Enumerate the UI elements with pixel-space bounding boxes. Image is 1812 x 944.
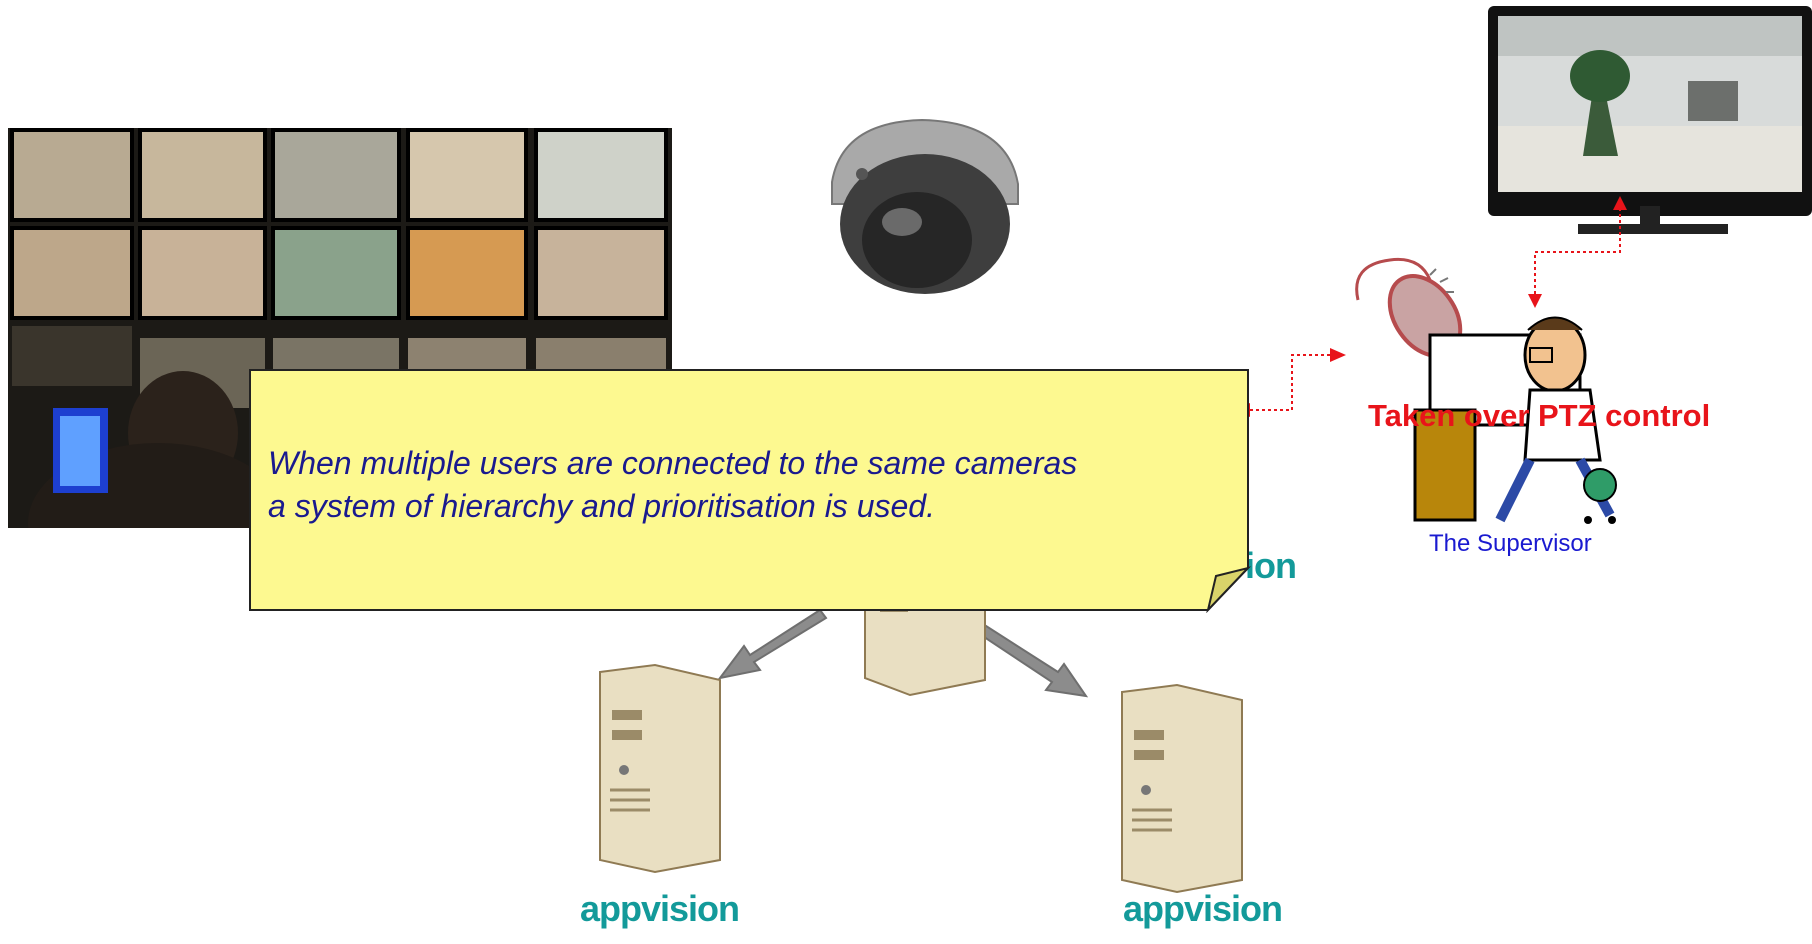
monitor-photo xyxy=(1488,6,1812,234)
server-tower-icon xyxy=(599,663,721,874)
callout-line-2: a system of hierarchy and prioritisation… xyxy=(268,488,935,524)
brand-label-right: appvision xyxy=(1123,888,1283,929)
supervisor-clipart-icon xyxy=(1355,257,1617,524)
callout-text: When multiple users are connected to the… xyxy=(268,442,1248,528)
callout-line-1: When multiple users are connected to the… xyxy=(268,445,1078,481)
callout-note xyxy=(249,369,1252,613)
supervisor-role-label: The Supervisor xyxy=(1429,530,1592,557)
brand-label-partial: ion xyxy=(1245,545,1297,586)
server-tower-icon xyxy=(1121,683,1243,894)
dome-camera-icon xyxy=(822,112,1022,300)
brand-label-left: appvision xyxy=(580,888,740,929)
ptz-status-label: Taken over PTZ control xyxy=(1368,398,1711,433)
